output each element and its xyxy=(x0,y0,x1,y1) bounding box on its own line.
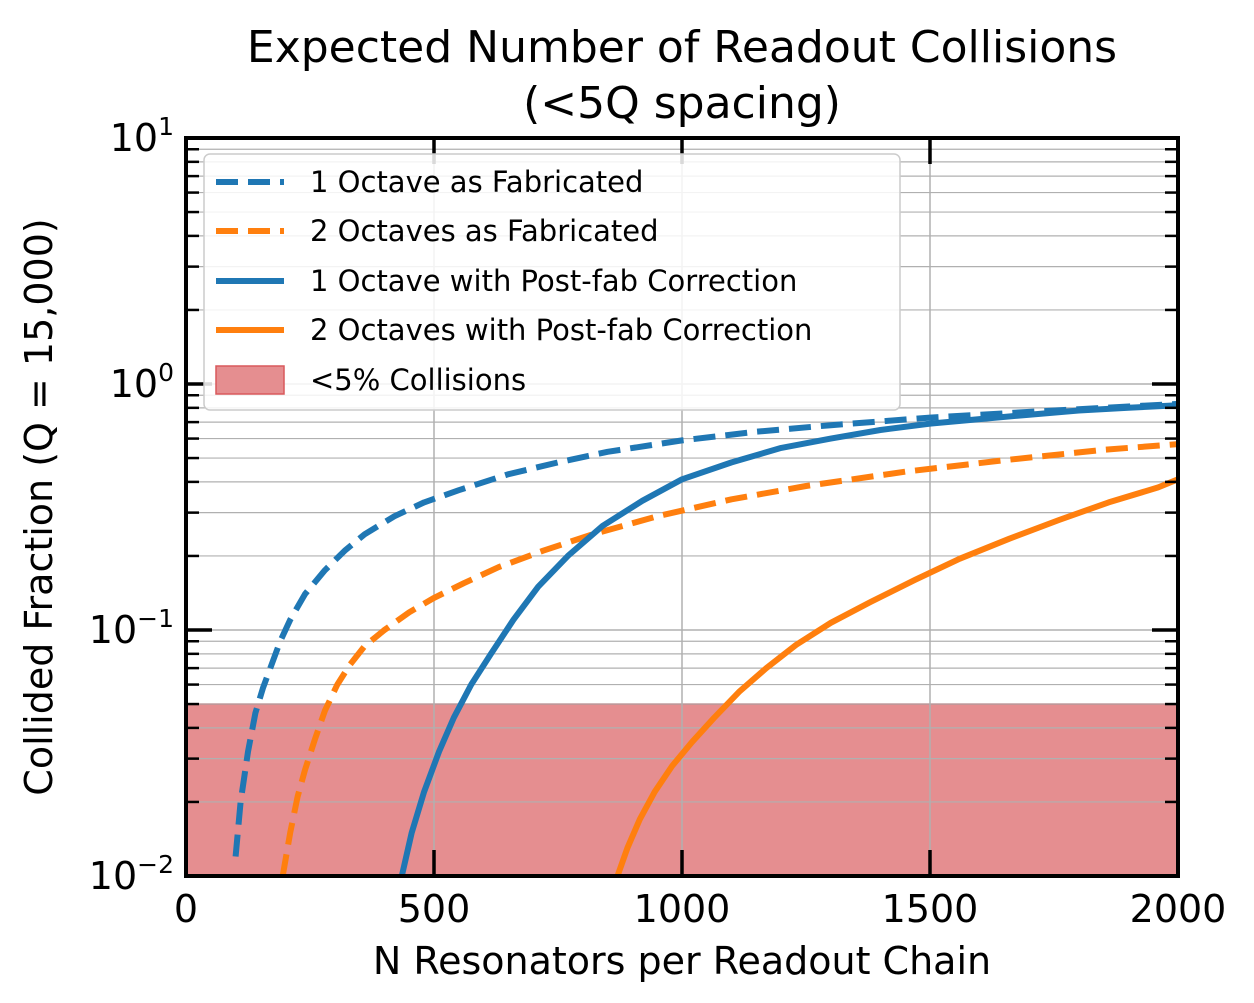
legend: 1 Octave as Fabricated 2 Octaves as Fabri… xyxy=(203,153,901,411)
x-tick-label: 1500 xyxy=(882,887,979,931)
legend-label-1: 1 Octave as Fabricated xyxy=(310,165,643,199)
legend-items: 1 Octave as Fabricated 2 Octaves as Fabri… xyxy=(215,165,812,397)
y-axis-label: Collided Fraction (Q = 15,000) xyxy=(17,218,61,795)
legend-label-4: 2 Octaves with Post-fab Correction xyxy=(310,313,812,347)
y-tick-label: 10−2 xyxy=(89,850,174,898)
legend-box xyxy=(203,153,901,411)
legend-label-2: 2 Octaves as Fabricated xyxy=(310,214,659,248)
x-axis-label: N Resonators per Readout Chain xyxy=(373,939,991,983)
chart-title-line-1: Expected Number of Readout Collisions xyxy=(247,22,1117,73)
legend-label-band: <5% Collisions xyxy=(310,363,526,397)
series-layer xyxy=(232,400,1178,876)
y-tick-label: 100 xyxy=(110,358,174,406)
legend-swatch-band xyxy=(215,365,285,395)
series-line-3 xyxy=(398,402,1178,876)
series-line-4 xyxy=(614,476,1178,876)
chart-title-line-2: (<5Q spacing) xyxy=(523,78,841,129)
x-tick-label: 1000 xyxy=(634,887,731,931)
legend-label-3: 1 Octave with Post-fab Correction xyxy=(310,264,797,298)
series-line-1 xyxy=(232,400,1178,857)
series-line-2 xyxy=(279,441,1178,876)
x-tick-label: 0 xyxy=(174,887,198,931)
x-tick-label: 2000 xyxy=(1130,887,1227,931)
y-tick-label: 101 xyxy=(110,112,174,160)
y-tick-label: 10−1 xyxy=(89,604,174,652)
x-tick-label: 500 xyxy=(398,887,471,931)
